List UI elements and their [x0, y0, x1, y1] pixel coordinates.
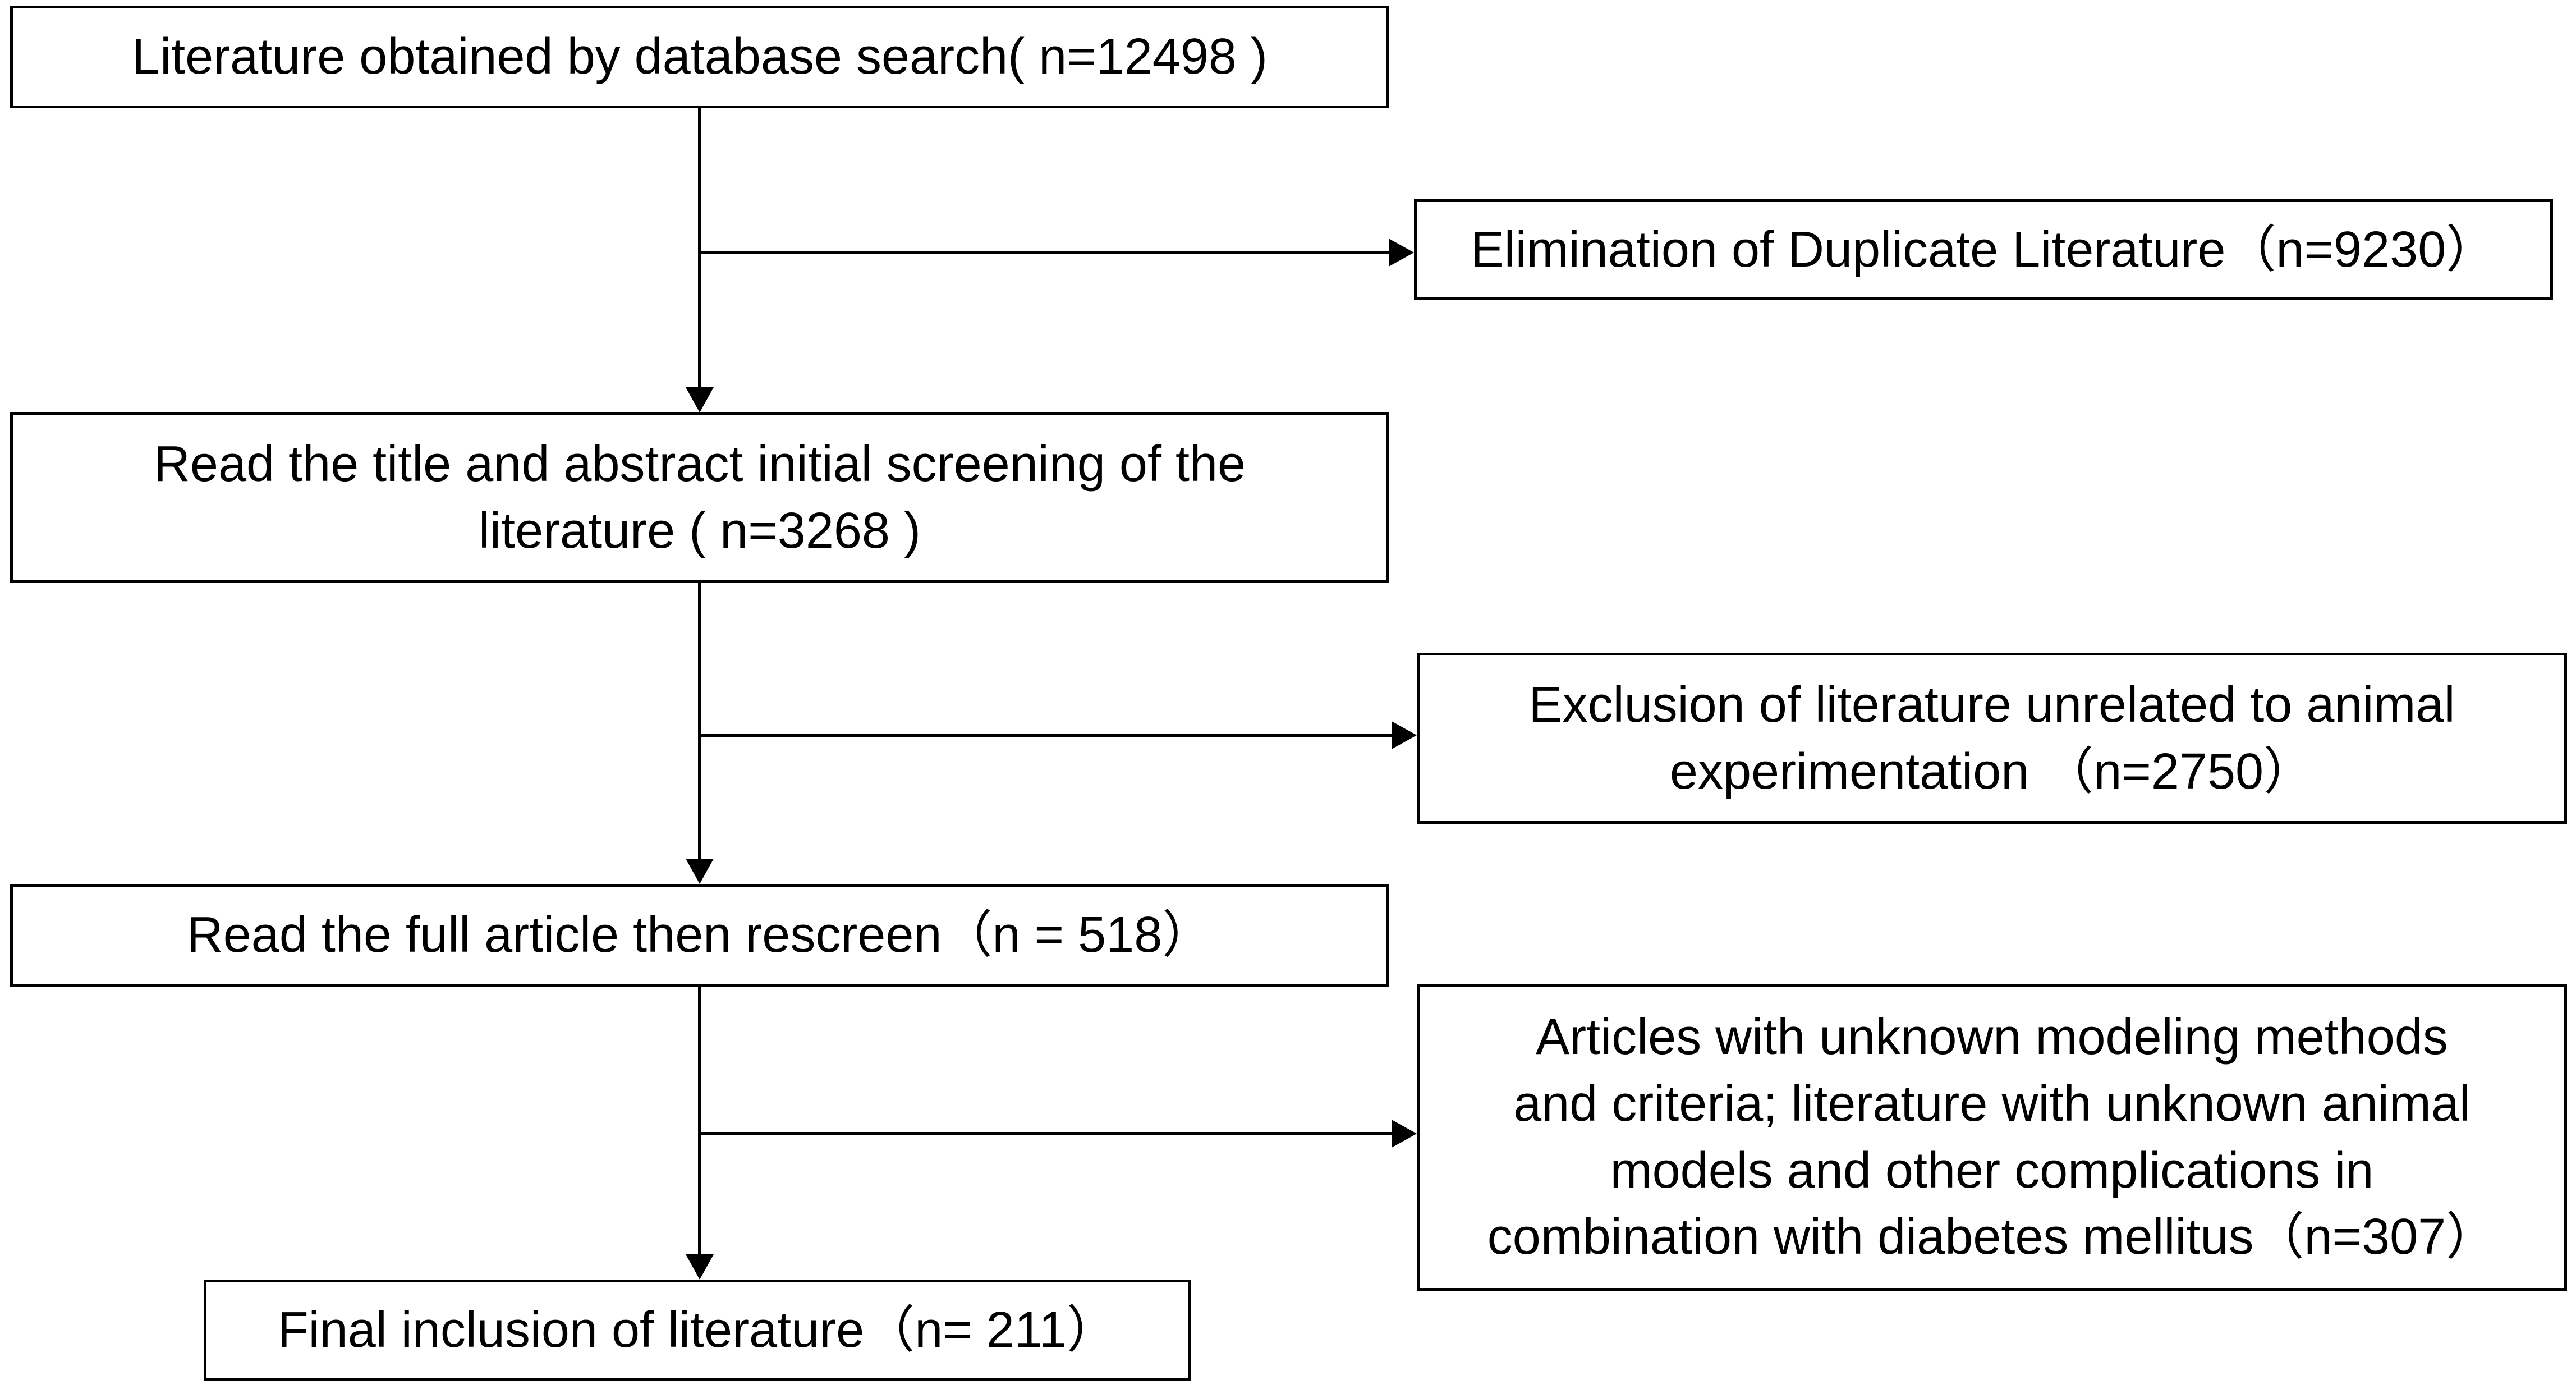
- exclusion-unrelated-animal-label: Exclusion of literature unrelated to ani…: [1528, 676, 2455, 800]
- step-database-search: Literature obtained by database search( …: [10, 6, 1389, 108]
- exclusion-duplicates-label: Elimination of Duplicate Literature（n=92…: [1470, 221, 2497, 278]
- arrowhead-right-1: [1389, 239, 1414, 267]
- arrowhead-down-2: [686, 859, 714, 884]
- step-title-abstract-screening: Read the title and abstract initial scre…: [10, 412, 1389, 583]
- arrowhead-down-3: [686, 1254, 714, 1280]
- step-final-inclusion: Final inclusion of literature（n= 211）: [204, 1280, 1191, 1381]
- exclusion-unrelated-animal: Exclusion of literature unrelated to ani…: [1417, 653, 2567, 824]
- step-full-article-rescreen: Read the full article then rescreen（n = …: [10, 884, 1389, 987]
- step-full-article-rescreen-label: Read the full article then rescreen（n = …: [186, 907, 1213, 964]
- exclusion-unknown-methods: Articles with unknown modeling methods a…: [1417, 984, 2567, 1291]
- exclusion-duplicates: Elimination of Duplicate Literature（n=92…: [1414, 199, 2553, 300]
- arrowhead-right-2: [1392, 721, 1417, 749]
- step-final-inclusion-label: Final inclusion of literature（n= 211）: [277, 1301, 1118, 1358]
- exclusion-unknown-methods-label: Articles with unknown modeling methods a…: [1487, 1008, 2497, 1266]
- step-title-abstract-screening-label: Read the title and abstract initial scre…: [153, 436, 1246, 559]
- arrowhead-right-3: [1392, 1120, 1417, 1148]
- arrowhead-down-1: [686, 387, 714, 412]
- step-database-search-label: Literature obtained by database search( …: [132, 29, 1268, 85]
